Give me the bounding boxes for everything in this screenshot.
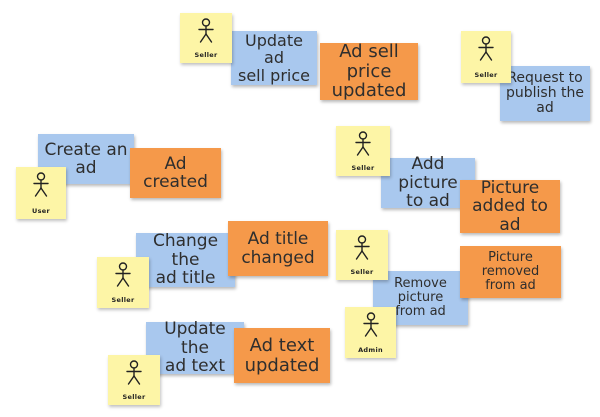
actor-role-label: Seller xyxy=(122,393,146,401)
actor-seller-price: Seller xyxy=(180,13,232,63)
actor-seller-remove-picture: Seller xyxy=(336,230,388,280)
person-icon xyxy=(362,312,379,337)
person-icon xyxy=(115,262,131,287)
event-picture-added: Picture added to ad xyxy=(460,179,560,234)
actor-role-label: Seller xyxy=(351,164,375,172)
actor-role-label: User xyxy=(32,207,50,215)
person-icon xyxy=(478,36,494,61)
actor-seller-add-picture: Seller xyxy=(336,126,390,176)
command-remove-picture: Remove picture from ad xyxy=(373,271,468,325)
actor-role-label: Admin xyxy=(358,346,383,354)
event-ad-title-changed: Ad title changed xyxy=(228,221,328,276)
event-ad-sell-price-updated: Ad sell price updated xyxy=(320,42,418,100)
person-icon xyxy=(126,360,142,385)
person-icon xyxy=(354,235,370,260)
command-add-picture: Add picture to ad xyxy=(381,155,475,210)
person-icon xyxy=(198,18,214,43)
actor-admin-remove-picture: Admin xyxy=(345,307,396,358)
command-request-to-publish: Request to publish the ad xyxy=(500,66,590,121)
command-update-ad-sell-price: Update ad sell price xyxy=(231,31,317,85)
actor-role-label: Seller xyxy=(474,71,498,79)
person-icon xyxy=(33,172,49,197)
actor-seller-publish: Seller xyxy=(461,31,511,83)
actor-seller-title: Seller xyxy=(97,257,149,308)
actor-user-create: User xyxy=(16,167,66,219)
actor-role-label: Seller xyxy=(111,296,135,304)
command-change-ad-title: Change the ad title xyxy=(136,232,235,287)
event-ad-created: Ad created xyxy=(130,148,221,198)
actor-role-label: Seller xyxy=(194,51,218,59)
actor-role-label: Seller xyxy=(350,268,374,276)
person-icon xyxy=(355,131,371,156)
event-ad-text-updated: Ad text updated xyxy=(234,328,330,383)
actor-seller-text: Seller xyxy=(108,355,160,405)
command-update-ad-text: Update the ad text xyxy=(146,320,244,375)
event-picture-removed: Picture removed from ad xyxy=(460,246,561,298)
